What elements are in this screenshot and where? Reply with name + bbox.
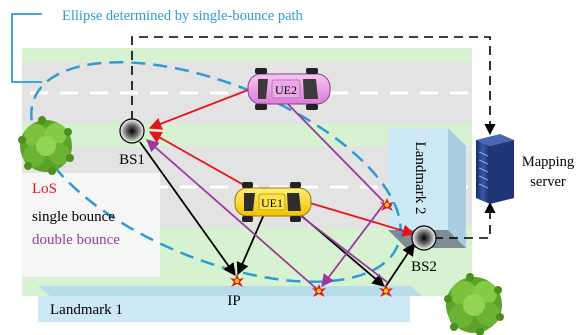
reflection-burst-icon [312, 284, 326, 297]
reflection-burst-icon [230, 274, 244, 287]
ue2-label: UE2 [275, 83, 297, 97]
landmark-2-side [448, 128, 466, 248]
ue1-car: UE1 [234, 182, 312, 222]
server-label-line1: Mapping [522, 154, 574, 170]
sb-rp-bs2 [385, 242, 415, 287]
mapping-server: Mapping server [476, 134, 574, 204]
landmark-1-front [38, 296, 410, 322]
antenna-icon [119, 118, 145, 144]
reflection-burst-icon [380, 198, 394, 211]
server-links [131, 36, 496, 239]
landmark-1: Landmark 1 [38, 286, 422, 322]
legend: LoS single bounce double bounce [32, 181, 120, 248]
tree-icon [444, 273, 504, 335]
bs1: BS1 [119, 118, 145, 168]
car-icon [234, 182, 312, 222]
los-ue2-bs1 [148, 89, 249, 130]
legend-single-bounce: single bounce [32, 209, 115, 225]
landmark-2-label: Landmark 2 [412, 142, 428, 215]
legend-los: LoS [32, 181, 57, 197]
reflection-points [230, 198, 394, 297]
db-lm1-bs1 [146, 139, 319, 291]
ue2-car: UE2 [247, 68, 331, 110]
sb-bs1-ip [139, 141, 236, 277]
ellipse-callout: Ellipse determined by single-bounce path [11, 8, 304, 83]
ip-label: IP [227, 293, 240, 309]
bs1-label: BS1 [119, 152, 145, 168]
db-lm2-lm1 [321, 203, 385, 288]
server-icon [476, 134, 514, 204]
tree-icon [18, 116, 74, 175]
bs2: BS2 [411, 225, 437, 275]
bs2-label: BS2 [411, 259, 437, 275]
db-ue2-lm2 [281, 97, 385, 203]
legend-panel [22, 173, 160, 277]
los-paths [148, 89, 416, 237]
ue1-label: UE1 [261, 196, 283, 210]
server-label-line2: server [530, 174, 566, 190]
los-ue1-bs2 [299, 199, 416, 237]
antenna-icon [411, 225, 437, 251]
legend-double-bounce: double bounce [32, 232, 120, 248]
callout-bracket [11, 13, 42, 83]
car-icon [247, 68, 331, 110]
los-ue1-bs1 [148, 131, 259, 194]
callout-text: Ellipse determined by single-bounce path [62, 8, 304, 24]
landmark-1-top [38, 286, 422, 296]
reflection-burst-icon [379, 284, 393, 297]
landmark-1-label: Landmark 1 [50, 302, 123, 318]
